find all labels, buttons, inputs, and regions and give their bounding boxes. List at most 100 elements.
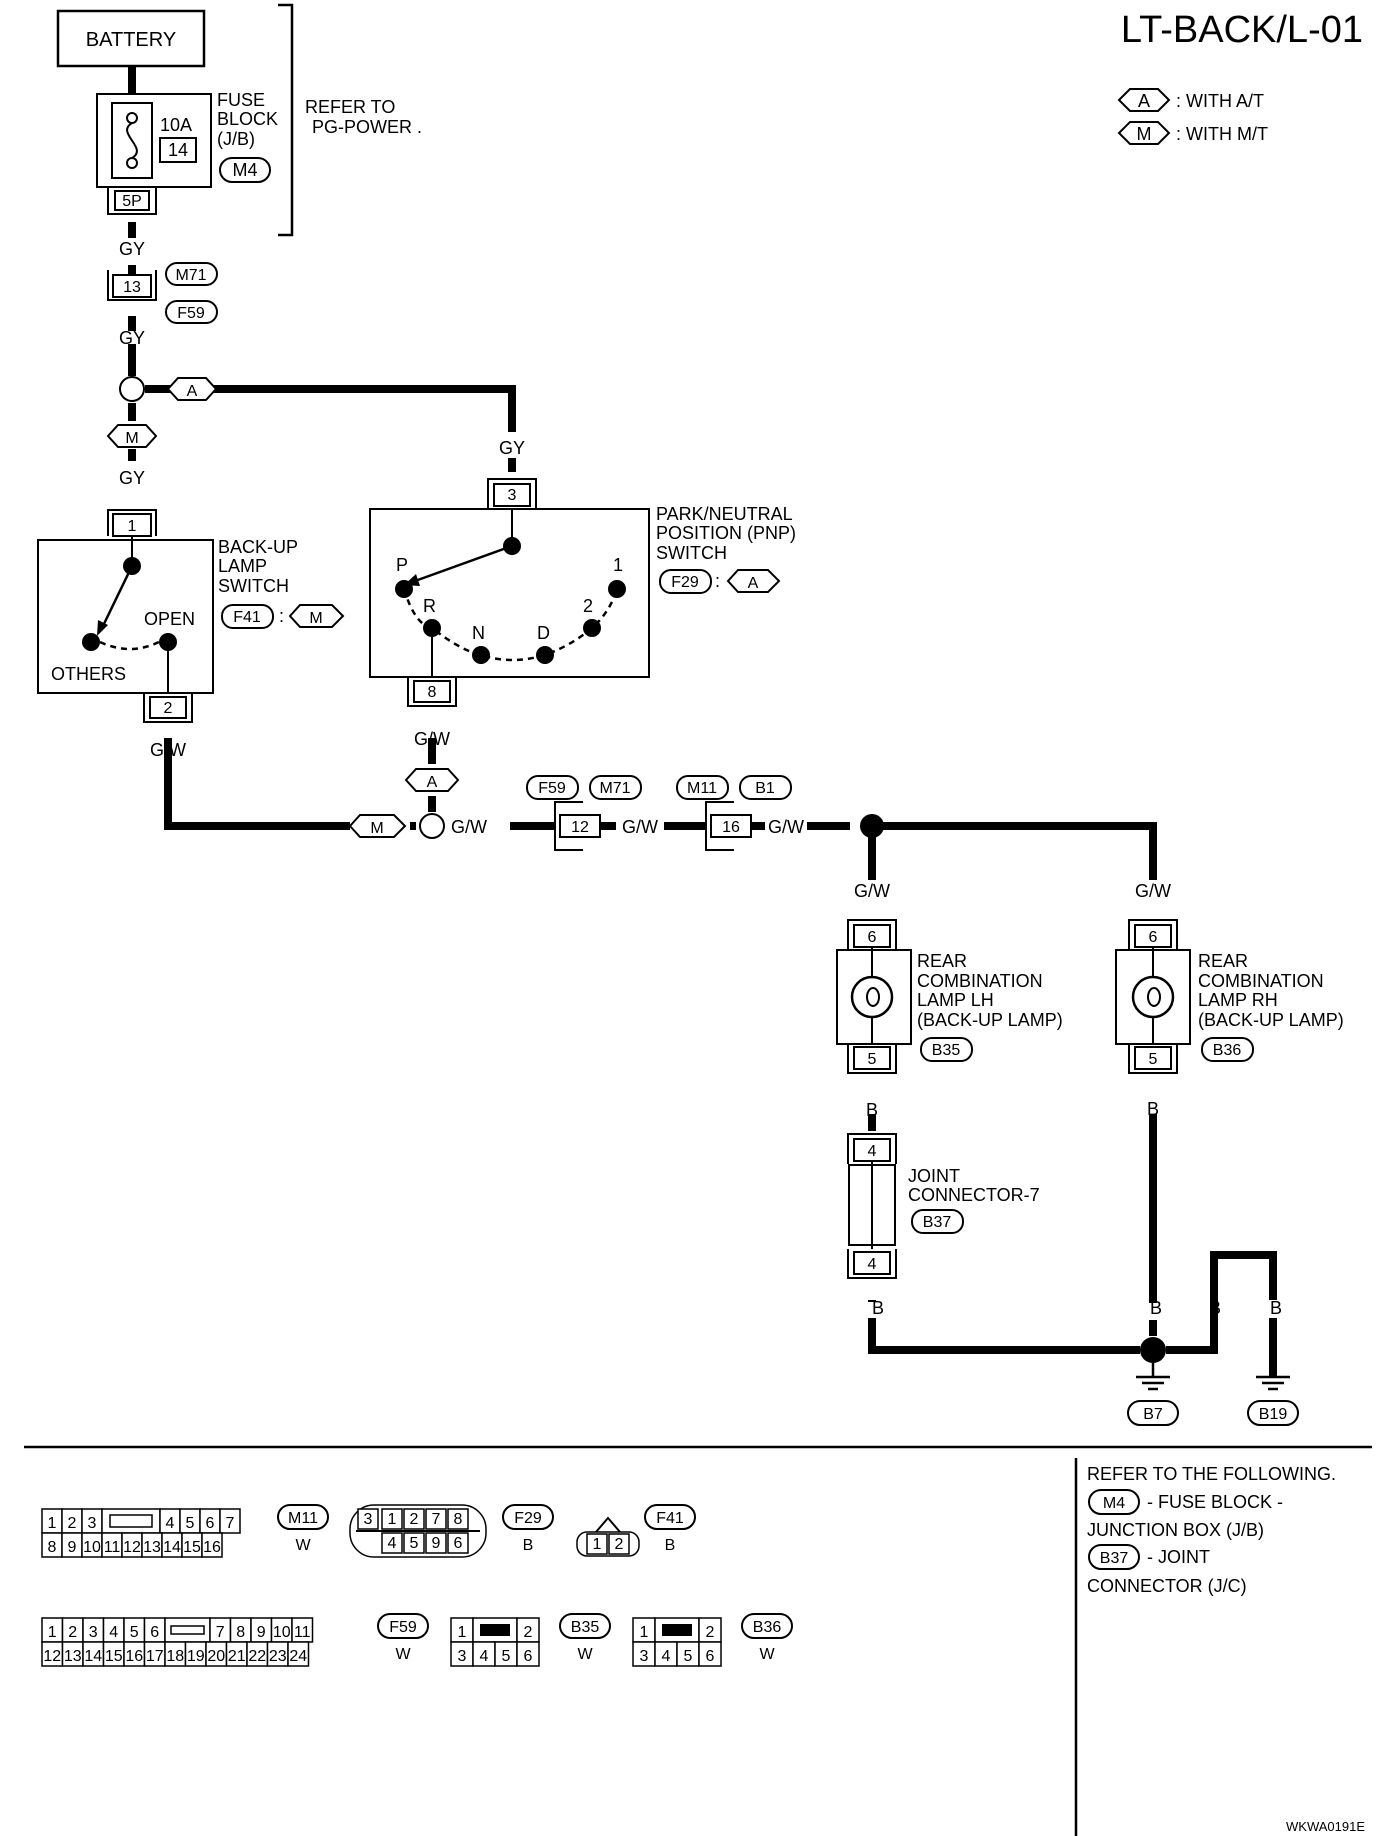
f29-pin-5: 5	[410, 1535, 419, 1552]
conn-c1-b-label: M71	[599, 780, 630, 797]
wire-color-gy-4: GY	[499, 438, 525, 458]
pnp-n: N	[472, 623, 485, 643]
refer-box-line-5: CONNECTOR (J/C)	[1087, 1576, 1247, 1596]
refer-line-2: PG-POWER .	[312, 117, 422, 137]
m11-pin-3: 3	[88, 1515, 97, 1532]
f59-pin-20: 20	[207, 1648, 225, 1665]
m11-pin-15: 15	[183, 1539, 201, 1556]
joint-pin-bottom: 4	[868, 1256, 877, 1273]
fuse-amps: 10A	[160, 115, 192, 135]
connector-m71-f59: 13 M71 F59	[107, 262, 218, 324]
legend-m: M : WITH M/T	[1117, 121, 1268, 145]
m11-pin-2: 2	[68, 1515, 77, 1532]
conn-c2-a-label: M11	[687, 780, 717, 797]
pnp-pin-8: 8	[428, 684, 437, 701]
rh-label-1: REAR	[1198, 951, 1248, 971]
backup-others-label: OTHERS	[51, 664, 126, 684]
wire-color-gw-6: G/W	[854, 881, 890, 901]
wire-color-b-1: B	[866, 1100, 878, 1120]
joint-pin-top: 4	[868, 1143, 877, 1160]
m11-pin-12: 12	[123, 1539, 141, 1556]
f29-pin-4: 4	[388, 1535, 397, 1552]
backup-pin-1: 1	[128, 518, 137, 535]
mid-a-code: A	[427, 774, 438, 791]
cv-b35-pin-3: 3	[458, 1648, 467, 1665]
joint-conn-label: B37	[923, 1214, 952, 1231]
pnp-pin-3: 3	[508, 487, 517, 504]
pnp-colon: :	[715, 571, 720, 591]
backup-lamp-switch: 1 OPEN OTHERS 2 BACK-UP LAMP SWITCH F41 …	[37, 509, 345, 723]
wire-color-gw-7: G/W	[1135, 881, 1171, 901]
wire-color-b-3: B	[872, 1298, 884, 1318]
f59-pin-13: 13	[64, 1648, 82, 1665]
page-title: LT-BACK/L-01	[1121, 9, 1363, 51]
conn-m71-label: M71	[175, 267, 206, 284]
wire-color-b-5: B	[1209, 1298, 1221, 1318]
f59-pin-23: 23	[269, 1648, 287, 1665]
refer-line-1: REFER TO	[305, 97, 395, 117]
fuse-block: 10A 14 FUSE BLOCK (J/B) M4 5P	[96, 90, 278, 215]
cv-b36-pin-3: 3	[640, 1648, 649, 1665]
m11-name: M11	[288, 1510, 318, 1527]
m11-pin-6: 6	[206, 1515, 215, 1532]
pnp-d: D	[537, 623, 550, 643]
conn-c2-b-label: B1	[755, 780, 775, 797]
cv-b36-name: B36	[753, 1619, 782, 1636]
pnp-label-1: PARK/NEUTRAL	[656, 504, 793, 524]
cv-b35-pin-4: 4	[480, 1648, 489, 1665]
cv-b36-pin-1: 1	[640, 1624, 649, 1641]
wire-color-b-6: B	[1270, 1298, 1282, 1318]
branch-option-a: A	[166, 377, 218, 401]
f59-pin-19: 19	[187, 1648, 205, 1665]
m11-pin-7: 7	[226, 1515, 235, 1532]
battery: BATTERY	[56, 9, 206, 68]
pnp-conn-label: F29	[671, 574, 699, 591]
f59-name: F59	[389, 1619, 417, 1636]
pnp-p: P	[396, 555, 408, 575]
conn-12-pin: 12	[571, 819, 589, 836]
backup-label-3: SWITCH	[218, 576, 289, 596]
ground-b19-label: B19	[1259, 1406, 1288, 1423]
f29-name: F29	[514, 1510, 542, 1527]
rh-label-3: LAMP RH	[1198, 990, 1278, 1010]
cv-b36-pin-2: 2	[706, 1624, 715, 1641]
f59-pin-17: 17	[146, 1648, 164, 1665]
legend-m-code: M	[1137, 124, 1152, 144]
wire-harness	[128, 66, 1277, 1377]
refer-box-line-3: JUNCTION BOX (J/B)	[1087, 1520, 1264, 1540]
cv-b35-pin-2: 2	[524, 1624, 533, 1641]
ground-b19: B19	[1247, 1375, 1299, 1426]
wire-color-gw-1: G/W	[150, 740, 186, 760]
m11-pin-9: 9	[68, 1539, 77, 1556]
conn-16-pin: 16	[722, 819, 740, 836]
backup-colon: :	[279, 606, 284, 626]
lh-label-3: LAMP LH	[917, 990, 994, 1010]
cv-b35-pin-1: 1	[458, 1624, 467, 1641]
wire-color-b-4: B	[1150, 1298, 1162, 1318]
branch-a-code: A	[187, 383, 198, 400]
backup-label-2: LAMP	[218, 556, 267, 576]
f59-pin-16: 16	[125, 1648, 143, 1665]
f59-pin-1: 1	[48, 1624, 57, 1641]
ground-b7: B7	[1127, 1363, 1179, 1426]
cv-b36-color: W	[759, 1646, 775, 1663]
lh-label-2: COMBINATION	[917, 971, 1043, 991]
f59-pin-15: 15	[105, 1648, 123, 1665]
fuse-pin: 5P	[122, 193, 142, 210]
pnp-switch: 3 P R N D 2 1 8 PARK/NEUTRAL POSITION (P…	[369, 478, 796, 707]
fuse-label-1: FUSE	[217, 90, 265, 110]
mid-splice-open	[419, 813, 445, 839]
rh-conn-label: B36	[1213, 1042, 1242, 1059]
pnp-1: 1	[613, 555, 623, 575]
fuse-label-3: (J/B)	[217, 129, 255, 149]
connector-m11-b1: 16 M11 B1	[676, 775, 792, 851]
f29-pin-7: 7	[432, 1511, 441, 1528]
f41-pin-1: 1	[593, 1536, 602, 1553]
f59-pin-4: 4	[109, 1624, 118, 1641]
f59-pin-2: 2	[68, 1624, 77, 1641]
f59-pin-18: 18	[166, 1648, 184, 1665]
rh-pin-5: 5	[1149, 1051, 1158, 1068]
